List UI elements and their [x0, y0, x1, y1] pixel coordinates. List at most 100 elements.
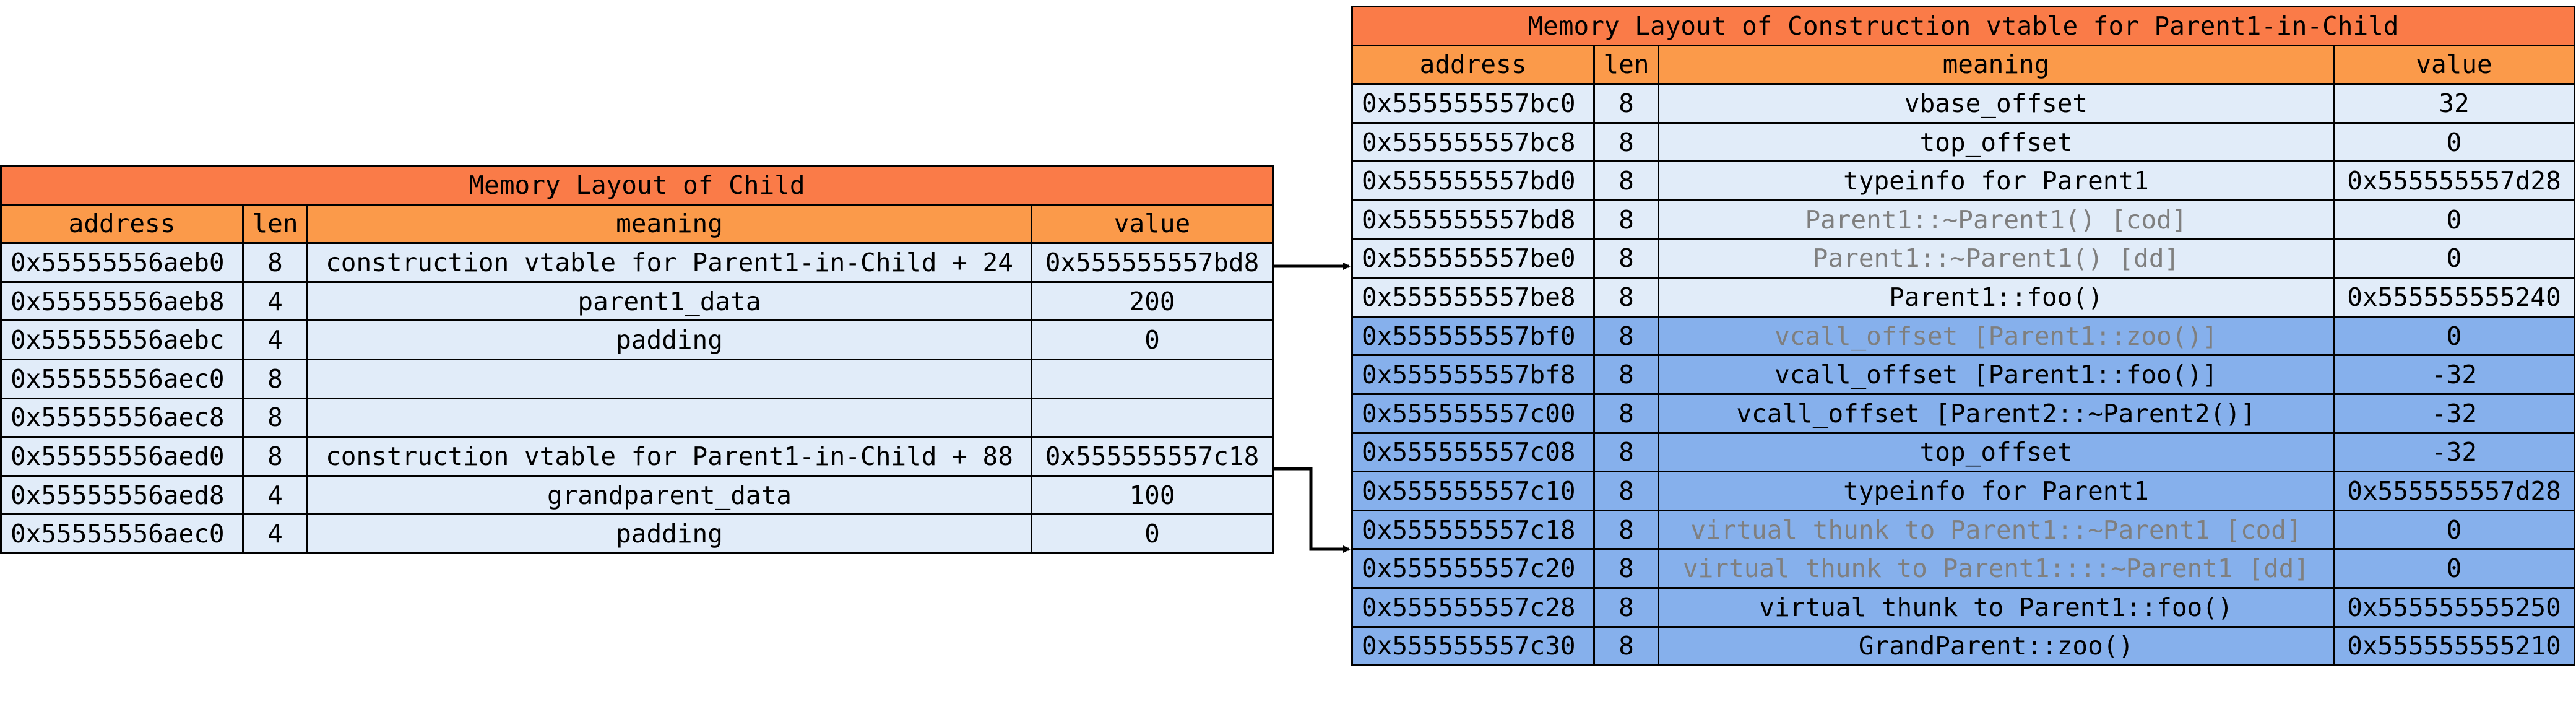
meaning-cell: virtual thunk to Parent1::foo()	[1658, 586, 2335, 628]
meaning-cell: construction vtable for Parent1-in-Child…	[306, 242, 1032, 283]
len-cell: 8	[242, 242, 308, 283]
meaning-cell: construction vtable for Parent1-in-Child…	[306, 436, 1032, 477]
table-row: 0x555555557bf0 8 vcall_offset [Parent1::…	[1351, 315, 2575, 357]
address-cell: 0x55555556aeb0	[0, 242, 244, 283]
vtable-header-len: len	[1593, 44, 1659, 85]
meaning-cell: vcall_offset [Parent1::foo()]	[1658, 354, 2335, 395]
table-row: 0x555555557bc0 8 vbase_offset 32	[1351, 83, 2575, 124]
meaning-cell: padding	[306, 513, 1032, 554]
len-cell: 8	[1593, 471, 1659, 511]
len-cell: 8	[1593, 625, 1659, 667]
meaning-cell	[306, 358, 1032, 399]
vtable-table-title: Memory Layout of Construction vtable for…	[1351, 6, 2575, 46]
len-cell: 8	[1593, 509, 1659, 550]
meaning-cell: vbase_offset	[1658, 83, 2335, 124]
meaning-cell: top_offset	[1658, 121, 2335, 163]
meaning-cell: virtual thunk to Parent1::::~Parent1 [dd…	[1658, 548, 2335, 589]
table-row: 0x555555557c20 8 virtual thunk to Parent…	[1351, 548, 2575, 589]
len-cell: 8	[1593, 238, 1659, 279]
vptr-arrow-plus-88	[1272, 467, 1351, 553]
meaning-cell: top_offset	[1658, 432, 2335, 473]
len-cell: 8	[242, 358, 308, 399]
table-row: 0x555555557be0 8 Parent1::~Parent1() [dd…	[1351, 238, 2575, 279]
address-cell: 0x555555557bc8	[1351, 121, 1595, 163]
meaning-cell: vcall_offset [Parent2::~Parent2()]	[1658, 393, 2335, 434]
meaning-cell: grandparent_data	[306, 474, 1032, 516]
table-row: 0x555555557c18 8 virtual thunk to Parent…	[1351, 509, 2575, 550]
value-cell: 0x555555555210	[2333, 625, 2575, 667]
value-cell: 0	[2333, 199, 2575, 240]
child-memory-table: Memory Layout of Child address len meani…	[0, 165, 1274, 554]
child-header-meaning: meaning	[306, 203, 1032, 245]
address-cell: 0x55555556aec8	[0, 397, 244, 438]
value-cell: 0	[1031, 513, 1274, 554]
value-cell	[1031, 397, 1274, 438]
vtable-header-meaning: meaning	[1658, 44, 2335, 85]
value-cell: 0x555555555250	[2333, 586, 2575, 628]
table-row: 0x55555556aeb8 4 parent1_data 200	[0, 280, 1274, 322]
address-cell: 0x555555557be0	[1351, 238, 1595, 279]
table-row: 0x555555557c28 8 virtual thunk to Parent…	[1351, 586, 2575, 628]
value-cell	[1031, 358, 1274, 399]
len-cell: 8	[1593, 160, 1659, 201]
meaning-cell: typeinfo for Parent1	[1658, 471, 2335, 511]
value-cell: 0	[2333, 238, 2575, 279]
table-row: 0x55555556aebc 4 padding 0	[0, 319, 1274, 360]
address-cell: 0x555555557bc0	[1351, 83, 1595, 124]
len-cell: 4	[242, 280, 308, 322]
address-cell: 0x555555557c18	[1351, 509, 1595, 550]
value-cell: 100	[1031, 474, 1274, 516]
value-cell: 0x555555557d28	[2333, 471, 2575, 511]
value-cell: 0x555555557d28	[2333, 160, 2575, 201]
address-cell: 0x555555557c08	[1351, 432, 1595, 473]
value-cell: 0	[2333, 121, 2575, 163]
meaning-cell: Parent1::foo()	[1658, 277, 2335, 318]
table-row: 0x555555557c08 8 top_offset -32	[1351, 432, 2575, 473]
table-row: 0x55555556aeb0 8 construction vtable for…	[0, 242, 1274, 283]
len-cell: 8	[1593, 393, 1659, 434]
meaning-cell: Parent1::~Parent1() [dd]	[1658, 238, 2335, 279]
child-table-title: Memory Layout of Child	[0, 165, 1274, 206]
meaning-cell: vcall_offset [Parent1::zoo()]	[1658, 315, 2335, 357]
len-cell: 8	[1593, 586, 1659, 628]
address-cell: 0x555555557be8	[1351, 277, 1595, 318]
address-cell: 0x55555556aed0	[0, 436, 244, 477]
value-cell: 0x555555557bd8	[1031, 242, 1274, 283]
table-row: 0x555555557bc8 8 top_offset 0	[1351, 121, 2575, 163]
vtable-header-address: address	[1351, 44, 1595, 85]
value-cell: 32	[2333, 83, 2575, 124]
table-row: 0x55555556aec0 8	[0, 358, 1274, 399]
value-cell: 0	[2333, 548, 2575, 589]
table-row: 0x555555557bd8 8 Parent1::~Parent1() [co…	[1351, 199, 2575, 240]
value-cell: 0x555555555240	[2333, 277, 2575, 318]
value-cell: 0	[1031, 319, 1274, 360]
meaning-cell: padding	[306, 319, 1032, 360]
meaning-cell: parent1_data	[306, 280, 1032, 322]
len-cell: 8	[1593, 277, 1659, 318]
value-cell: -32	[2333, 432, 2575, 473]
value-cell: 0x555555557c18	[1031, 436, 1274, 477]
address-cell: 0x555555557bd8	[1351, 199, 1595, 240]
meaning-cell: Parent1::~Parent1() [cod]	[1658, 199, 2335, 240]
len-cell: 8	[1593, 83, 1659, 124]
value-cell: -32	[2333, 354, 2575, 395]
len-cell: 8	[242, 436, 308, 477]
len-cell: 8	[1593, 199, 1659, 240]
meaning-cell: virtual thunk to Parent1::~Parent1 [cod]	[1658, 509, 2335, 550]
address-cell: 0x55555556aed8	[0, 474, 244, 516]
address-cell: 0x555555557bd0	[1351, 160, 1595, 201]
address-cell: 0x555555557bf0	[1351, 315, 1595, 357]
table-row: 0x555555557bd0 8 typeinfo for Parent1 0x…	[1351, 160, 2575, 201]
table-row: 0x555555557c30 8 GrandParent::zoo() 0x55…	[1351, 625, 2575, 667]
address-cell: 0x55555556aec0	[0, 513, 244, 554]
address-cell: 0x555555557c20	[1351, 548, 1595, 589]
len-cell: 8	[1593, 354, 1659, 395]
address-cell: 0x555555557bf8	[1351, 354, 1595, 395]
address-cell: 0x55555556aec0	[0, 358, 244, 399]
value-cell: 200	[1031, 280, 1274, 322]
value-cell: 0	[2333, 509, 2575, 550]
table-row: 0x55555556aec0 4 padding 0	[0, 513, 1274, 554]
len-cell: 8	[242, 397, 308, 438]
len-cell: 8	[1593, 315, 1659, 357]
table-row: 0x555555557c00 8 vcall_offset [Parent2::…	[1351, 393, 2575, 434]
